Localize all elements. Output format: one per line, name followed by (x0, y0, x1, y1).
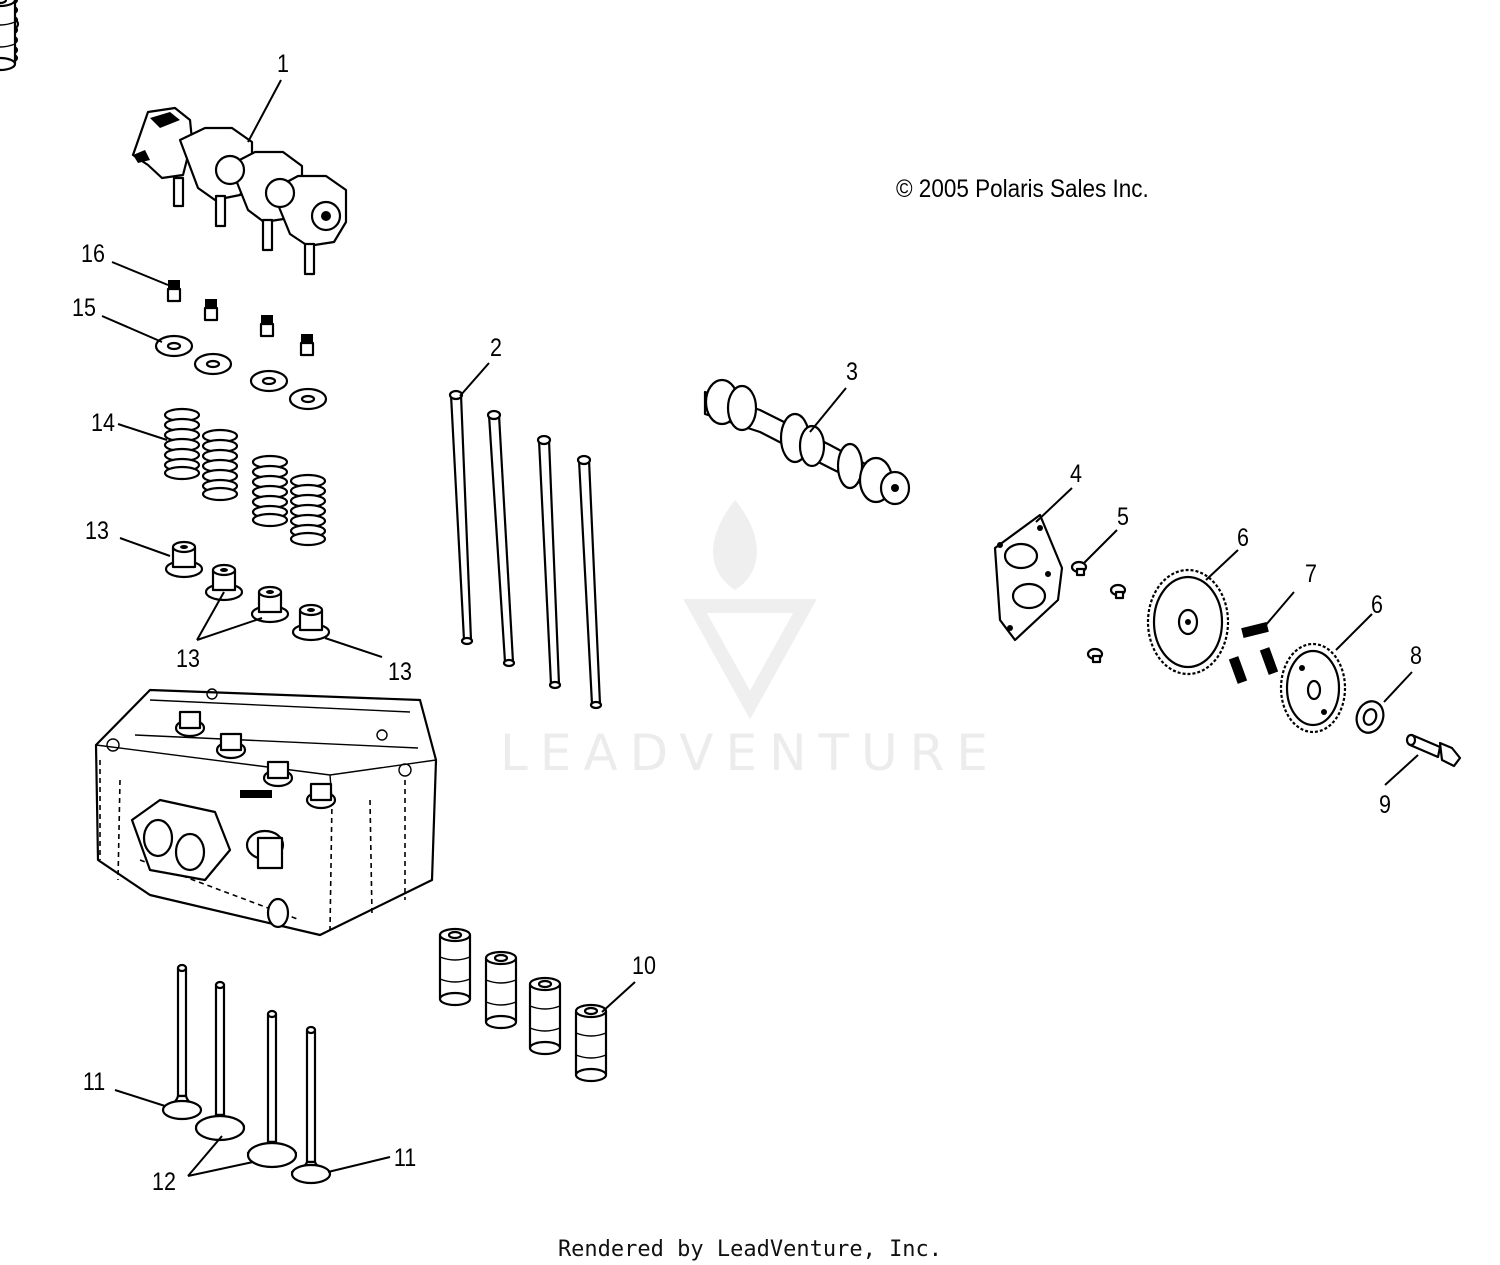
rocker-arm-assembly (131, 106, 348, 276)
callout-7: 7 (1305, 559, 1317, 587)
callout-10: 10 (632, 951, 656, 979)
callout-5: 5 (1117, 502, 1129, 530)
callout-13-right: 13 (388, 657, 412, 685)
gear-large (1146, 568, 1230, 676)
callout-1: 1 (277, 49, 289, 77)
gear-small (1279, 642, 1347, 734)
valve-stem-seals (0, 0, 331, 642)
gasket-plate (993, 513, 1064, 642)
callout-16: 16 (81, 239, 105, 267)
callout-9: 9 (1379, 790, 1391, 818)
spring-retainers (154, 334, 328, 411)
bolt (1405, 733, 1462, 768)
callout-13-top: 13 (85, 516, 109, 544)
callout-15: 15 (72, 293, 96, 321)
watermark-text: LEADVENTURE (500, 724, 1000, 782)
callout-2: 2 (490, 333, 502, 361)
dowel-pins (1228, 622, 1279, 684)
washer (1355, 700, 1385, 734)
callout-13-bottom: 13 (176, 644, 200, 672)
callout-6-large-gear: 6 (1237, 523, 1249, 551)
callout-8: 8 (1410, 641, 1422, 669)
callout-11-left: 11 (83, 1067, 105, 1095)
push-rods (448, 389, 603, 710)
valve-keepers (166, 280, 315, 357)
camshaft (703, 378, 911, 506)
lifters (0, 0, 608, 1083)
callout-12: 12 (152, 1167, 176, 1195)
watermark: LEADVENTURE (500, 500, 1000, 782)
valves (161, 963, 332, 1185)
callout-6-small-gear: 6 (1371, 590, 1383, 618)
copyright-text: © 2005 Polaris Sales Inc. (896, 175, 1149, 203)
callout-labels: 1 2 3 4 5 6 6 7 8 9 10 11 11 12 13 13 13… (72, 49, 1422, 1195)
cylinder-head (94, 688, 438, 937)
valve-springs (0, 0, 327, 547)
callout-3: 3 (846, 357, 858, 385)
callout-11-right: 11 (394, 1143, 416, 1171)
callout-14: 14 (91, 408, 115, 436)
leader-lines (101, 79, 1419, 1177)
footer-credit: Rendered by LeadVenture, Inc. (558, 1237, 942, 1262)
screws (1070, 560, 1127, 664)
callout-4: 4 (1070, 459, 1082, 487)
